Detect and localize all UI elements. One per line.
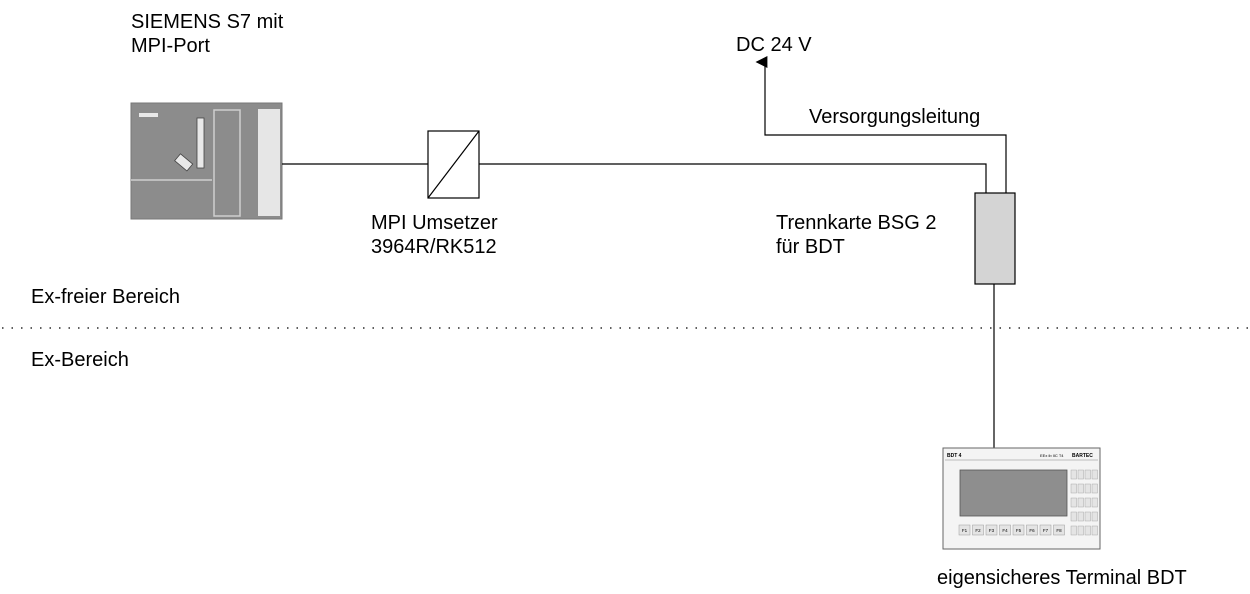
keypad-key	[1070, 483, 1077, 494]
fkey-label: F7	[1043, 528, 1049, 533]
rs-cable	[479, 163, 987, 193]
keypad-key	[1070, 511, 1077, 522]
keypad-key	[1091, 497, 1098, 508]
fkey-label: F4	[1002, 528, 1008, 533]
terminal-brand: BARTEC	[1072, 453, 1093, 459]
keypad-key	[1084, 469, 1091, 480]
converter-label-line2: 3964R/RK512	[371, 236, 497, 258]
converter-label-line1: MPI Umsetzer	[371, 212, 498, 234]
plc-label-line1: SIEMENS S7 mit	[131, 11, 284, 33]
keypad	[1070, 469, 1098, 536]
plc-device	[130, 102, 283, 220]
keypad-key	[1084, 525, 1091, 536]
keypad-key	[1070, 525, 1077, 536]
supply-line-label: Versorgungsleitung	[809, 106, 981, 128]
terminal-label: eigensicheres Terminal BDT	[937, 567, 1187, 589]
isolator-label-line2: für BDT	[776, 236, 845, 258]
fkey-3	[985, 524, 998, 536]
fkey-label: F1	[962, 528, 968, 533]
supply-line	[755, 56, 1007, 193]
keypad-key	[1077, 525, 1084, 536]
terminal-rating: EEx ib IIC T4	[1040, 453, 1064, 458]
keypad-key	[1084, 511, 1091, 522]
fkey-7	[1039, 524, 1052, 536]
fkey-1	[958, 524, 971, 536]
fkey-8	[1053, 524, 1065, 536]
fkey-4	[999, 524, 1011, 536]
safe-zone-label: Ex-freier Bereich	[31, 286, 180, 308]
fkey-6	[1026, 524, 1038, 536]
keypad-key	[1077, 469, 1084, 480]
hazard-zone-label: Ex-Bereich	[31, 349, 129, 371]
keypad-key	[1070, 469, 1077, 480]
keypad-key	[1084, 497, 1091, 508]
function-keys: F1 F2 F3 F4 F5 F6 F7 F8	[958, 524, 1065, 536]
mpi-converter	[427, 130, 480, 199]
keypad-key	[1091, 511, 1098, 522]
fkey-label: F8	[1056, 528, 1062, 533]
fkey-label: F2	[975, 528, 981, 533]
fkey-5	[1012, 524, 1025, 536]
keypad-key	[1070, 497, 1077, 508]
terminal-model: BDT 4	[947, 453, 962, 459]
keypad-key	[1077, 497, 1084, 508]
fkey-label: F3	[989, 528, 995, 533]
plc-label-line2: MPI-Port	[131, 35, 210, 57]
isolator-card	[974, 192, 1016, 285]
terminal-screen	[959, 469, 1068, 517]
keypad-key	[1077, 511, 1084, 522]
isolator-label-line1: Trennkarte BSG 2	[776, 212, 937, 234]
keypad-key	[1077, 483, 1084, 494]
fkey-label: F5	[1016, 528, 1022, 533]
power-label: DC 24 V	[736, 34, 812, 56]
keypad-key	[1091, 469, 1098, 480]
fkey-label: F6	[1029, 528, 1035, 533]
keypad-key	[1091, 525, 1098, 536]
keypad-key	[1084, 483, 1091, 494]
keypad-key	[1091, 483, 1098, 494]
fkey-2	[972, 524, 984, 536]
